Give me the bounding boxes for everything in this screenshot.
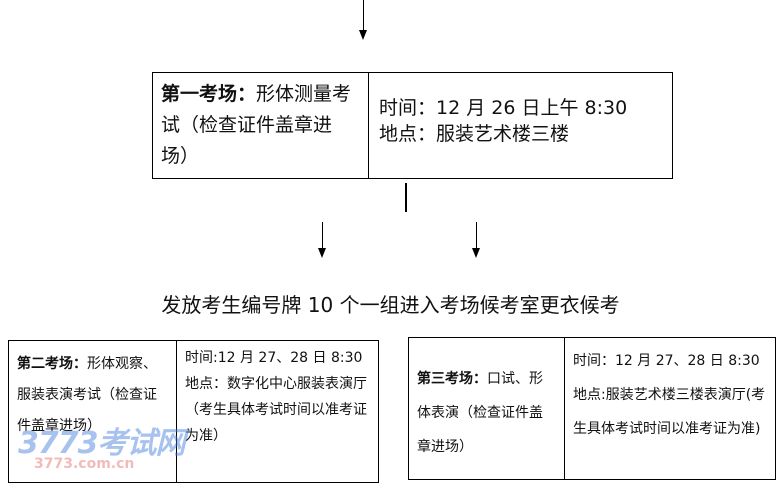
exam-room-2-place: 地点：数字化中心服装表演厅（考生具体考试时间以准考证为准）	[185, 376, 367, 444]
exam-room-2-subject: 第二考场：形体观察、服装表演考试（检查证件盖章进场）	[9, 341, 176, 482]
connector-line	[363, 0, 364, 32]
exam-room-1-label: 第一考场：	[161, 83, 257, 105]
exam-room-1-info: 时间：12 月 26 日上午 8:30 地点：服装艺术楼三楼	[368, 73, 672, 178]
exam-room-2-desc: 形体观察、服装表演考试（检查证件盖章进场）	[17, 356, 157, 434]
watermark-url: 3773.com.cn	[34, 456, 135, 472]
exam-room-3-box: 第三考场：口试、形体表演（检查证件盖章进场） 时间：12 月 27、28 日 8…	[408, 337, 776, 480]
connector-line	[322, 222, 323, 250]
exam-room-1-subject: 第一考场：形体测量考试（检查证件盖章进场）	[153, 73, 368, 178]
exam-room-3-time: 时间：12 月 27、28 日 8:30	[573, 353, 760, 369]
watermark-logo: 3773考试网	[18, 426, 185, 461]
exam-room-2-time: 时间:12 月 27、28 日 8:30	[185, 350, 363, 366]
arrow-down-icon	[318, 248, 326, 258]
arrow-down-icon	[359, 30, 367, 40]
exam-room-3-desc: 口试、形体表演（检查证件盖章进场）	[417, 371, 543, 455]
exam-room-3-label: 第三考场：	[417, 371, 487, 387]
exam-room-3-info: 时间：12 月 27、28 日 8:30 地点:服装艺术楼三楼表演厅(考生具体考…	[564, 338, 775, 479]
exam-room-1-desc: 形体测量考试（检查证件盖章进场）	[161, 83, 352, 167]
exam-room-2-info: 时间:12 月 27、28 日 8:30 地点：数字化中心服装表演厅（考生具体考…	[176, 341, 378, 482]
exam-room-1-place: 地点：服装艺术楼三楼	[379, 123, 570, 145]
exam-room-3-subject: 第三考场：口试、形体表演（检查证件盖章进场）	[409, 338, 564, 479]
exam-room-1-time: 时间：12 月 26 日上午 8:30	[379, 97, 628, 119]
exam-room-1-box: 第一考场：形体测量考试（检查证件盖章进场） 时间：12 月 26 日上午 8:3…	[152, 72, 673, 179]
exam-room-3-place: 地点:服装艺术楼三楼表演厅(考生具体考试时间以准考证为准)	[573, 387, 766, 437]
exam-room-2-box: 第二考场：形体观察、服装表演考试（检查证件盖章进场） 时间:12 月 27、28…	[8, 340, 379, 483]
connector-line	[405, 183, 407, 212]
connector-line	[476, 222, 477, 250]
exam-room-2-label: 第二考场：	[17, 356, 87, 372]
arrow-down-icon	[472, 248, 480, 258]
process-step-text: 发放考生编号牌 10 个一组进入考场候考室更衣候考	[161, 293, 620, 317]
